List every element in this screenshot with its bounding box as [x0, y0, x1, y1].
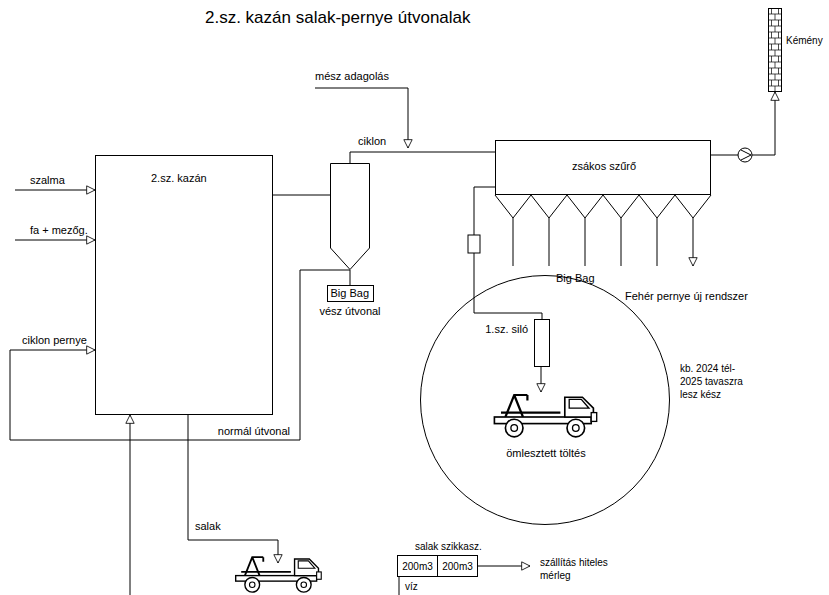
slag-pit-table: salak szikkasz.200m3200m3	[397, 540, 477, 577]
fan-symbol	[741, 150, 751, 160]
node-text: 200m3	[442, 560, 473, 573]
diagram-title: 2.sz. kazán salak-pernye útvonalak	[205, 8, 471, 28]
water-line	[399, 577, 400, 595]
silo: 1.sz. siló	[461, 317, 553, 369]
node-text: 200m3	[402, 560, 433, 573]
lime-dosing-line	[315, 88, 408, 148]
node-text: zsákos szűrő	[572, 160, 636, 173]
note-label: Fehér pernye új rendszer	[625, 290, 748, 303]
node-text: 2.sz. kazán	[151, 172, 207, 185]
note-label: víz	[405, 580, 418, 593]
bag-filter-box: zsákos szűrő	[495, 140, 711, 195]
fan-symbol	[738, 148, 752, 162]
cyclone-shape	[330, 163, 370, 270]
pit-cell: 200m3	[437, 555, 478, 577]
connector	[350, 152, 495, 163]
silo-body	[534, 319, 550, 367]
input-arrow	[15, 240, 95, 241]
dosing-box	[468, 235, 480, 253]
note-label: salak	[195, 520, 221, 533]
node-text: salak szikkasz.	[415, 540, 482, 553]
note-label: kb. 2024 tél-2025 tavaszra lesz kész	[680, 362, 752, 401]
note-label: fa + mezőg.	[30, 224, 88, 237]
filter-hoppers	[495, 195, 711, 266]
chimney: Kémény	[768, 8, 826, 98]
big-bag: Big Bag vész útvonal	[318, 285, 382, 319]
note-label: Big Bag	[556, 272, 595, 285]
node-text: ciklon	[358, 135, 386, 148]
chimney-shape	[768, 8, 782, 92]
note-label: szállítás hiteles mérleg	[540, 556, 612, 582]
input-arrow	[130, 415, 131, 595]
connector	[711, 92, 775, 155]
edge-label: normál útvonal	[216, 425, 292, 438]
truck-icon	[236, 557, 322, 592]
connector	[350, 270, 351, 285]
transport-arrow	[477, 566, 530, 567]
boiler-box: 2.sz. kazán	[95, 155, 273, 415]
pit-cell: 200m3	[397, 555, 438, 577]
chimney-outline	[769, 9, 782, 92]
cyclone: ciklon	[330, 135, 400, 275]
node-text: ömlesztett töltés	[506, 447, 585, 460]
connector	[273, 195, 330, 196]
cyclone-outline	[331, 164, 370, 270]
silo-circle: ömlesztett töltés 1.sz. siló	[420, 275, 670, 525]
truck-icon	[494, 395, 596, 437]
node-text: vész útvonal	[319, 305, 380, 318]
input-arrow	[15, 190, 95, 191]
connector	[474, 187, 542, 319]
note-label: ciklon pernye	[22, 334, 87, 347]
silo-outlet	[541, 366, 542, 392]
note-label: szalma	[30, 174, 65, 187]
node-text: 1.sz. siló	[485, 323, 528, 336]
chimney-bricks	[769, 8, 782, 92]
note-label: mész adagolás	[315, 70, 389, 83]
node-text: Kémény	[786, 34, 823, 47]
node-text: Big Bag	[331, 287, 370, 300]
